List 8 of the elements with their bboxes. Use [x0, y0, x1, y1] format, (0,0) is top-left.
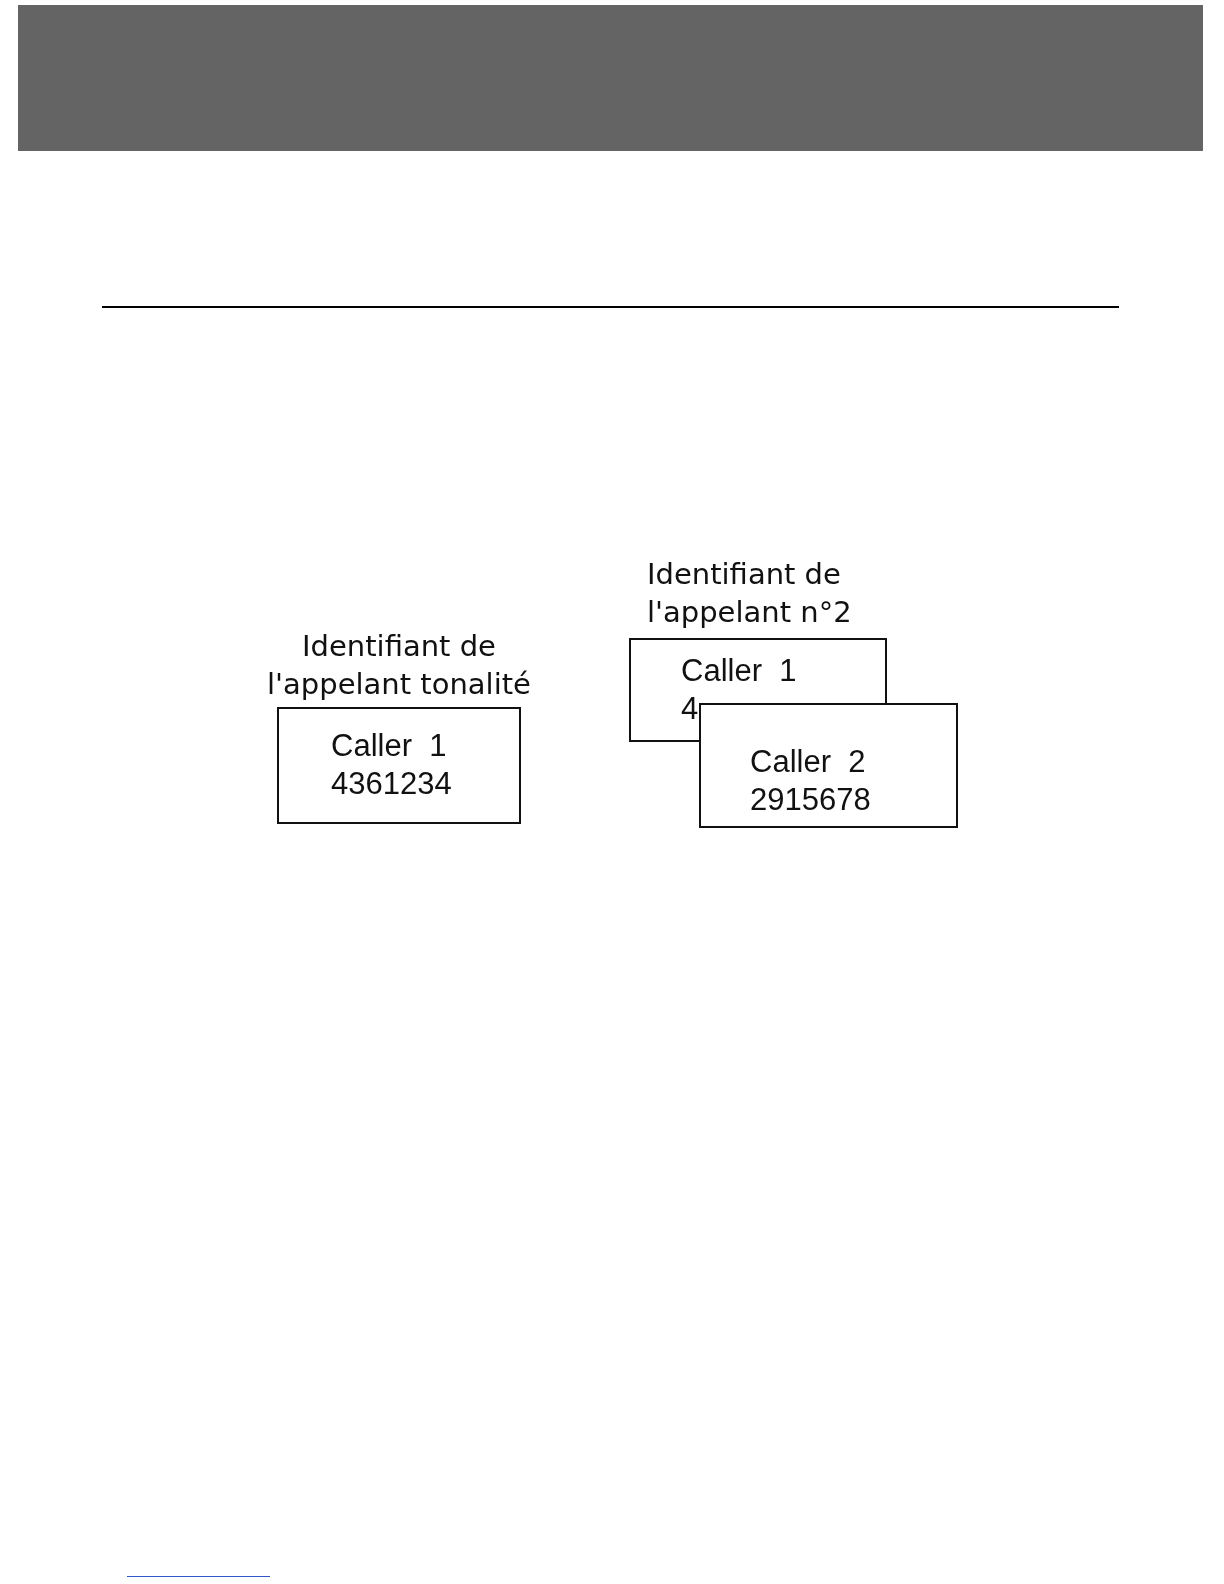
- phone-number: 4361234: [331, 765, 452, 803]
- caller-label: Caller 1: [331, 727, 447, 765]
- phone-number: 4: [681, 690, 699, 728]
- caller-label: Caller 2: [750, 743, 866, 781]
- caption-label: Identifiant de l'appelant tonalité: [266, 628, 532, 703]
- phone-number: 2915678: [750, 781, 871, 819]
- caption-label: Identifiant de l'appelant n°2: [647, 556, 853, 631]
- caller-label: Caller 1: [681, 652, 797, 690]
